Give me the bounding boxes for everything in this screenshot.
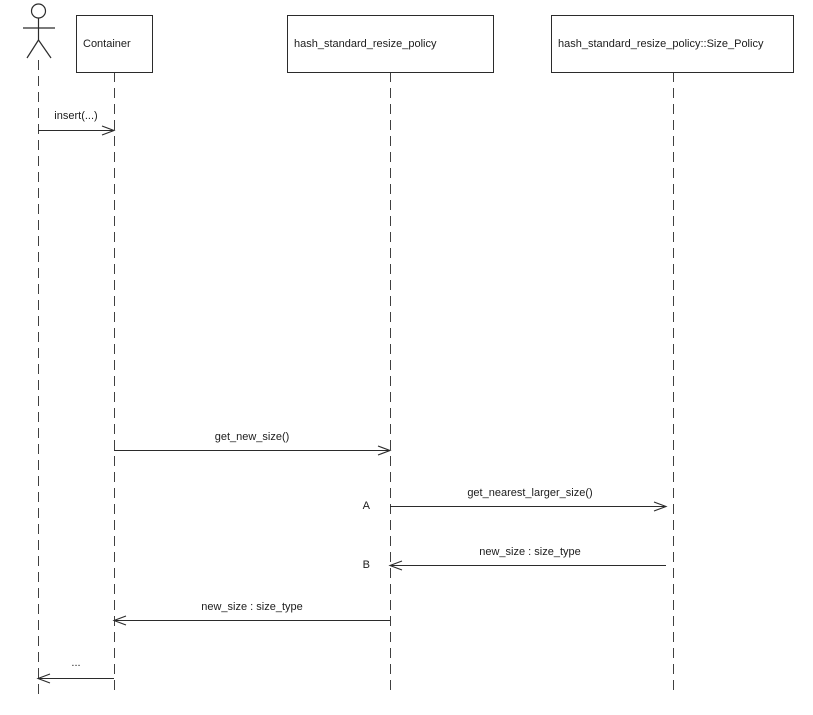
lifeline-head-hash-standard-resize-policy: hash_standard_resize_policy [287, 15, 494, 73]
lifeline-label-size-policy: hash_standard_resize_policy::Size_Policy [558, 38, 764, 50]
message-label-ellipsis: ... [71, 657, 81, 669]
message-label-return-new-size-b: new_size : size_type [479, 546, 581, 558]
lifeline-head-container: Container [76, 15, 153, 73]
lifeline-head-size-policy: hash_standard_resize_policy::Size_Policy [551, 15, 794, 73]
sequence-marker-b: B [362, 559, 370, 571]
actor-icon [23, 3, 55, 59]
sequence-marker-a: A [362, 500, 370, 512]
lifeline-label-container: Container [83, 38, 131, 50]
message-label-insert: insert(...) [54, 110, 98, 122]
message-label-get-new-size: get_new_size() [214, 431, 290, 443]
message-label-get-nearest-larger-size: get_nearest_larger_size() [467, 487, 593, 499]
message-label-return-new-size-container: new_size : size_type [201, 601, 303, 613]
lifeline-label-hash-standard-resize-policy: hash_standard_resize_policy [294, 38, 437, 50]
